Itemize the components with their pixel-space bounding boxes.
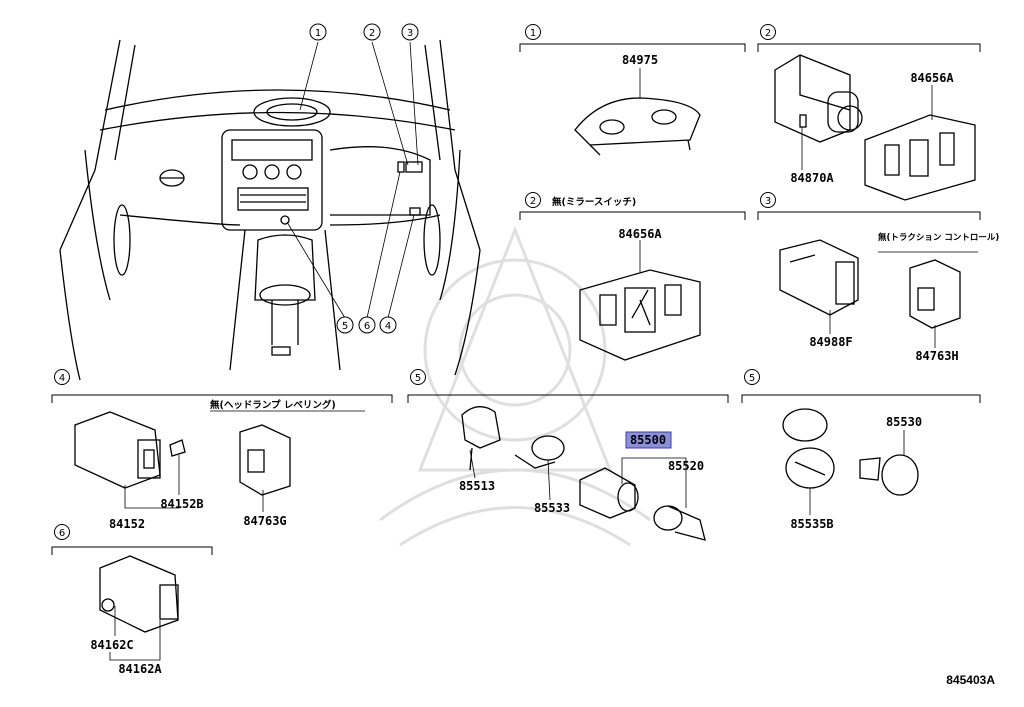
section-callout-2b: 2 [530,196,536,207]
part-84656A-upper[interactable]: 84656A [910,71,954,85]
part-84870A-drawing [774,54,863,143]
part-84870A[interactable]: 84870A [790,171,834,185]
section-callout-6: 6 [59,528,65,539]
part-84162C[interactable]: 84162C [90,638,133,652]
part-85535B[interactable]: 85535B [790,517,833,531]
part-drawings [74,54,976,633]
section-callout-1: 1 [530,28,536,39]
highlighted-part-box [625,431,672,449]
interior-overview [59,39,481,381]
part-85533[interactable]: 85533 [534,501,570,515]
note-traction-control: 無(トラクション コントロール) [878,232,999,243]
section-callouts: 1 2 2 3 4 5 5 6 [54,24,776,540]
part-84763H-drawing [909,259,961,329]
part-84152[interactable]: 84152 [109,517,145,531]
overview-callout-bottom-6: 6 [364,321,370,332]
watermark-emblem [379,225,651,547]
part-84162A-drawing [99,555,179,633]
part-84988F[interactable]: 84988F [809,335,852,349]
part-85520[interactable]: 85520 [668,459,704,473]
overview-callout-top-3: 3 [407,28,413,39]
part-labels: 84975 84656A 84870A 84656A 84988F 84763H… [90,53,958,676]
part-85535B-drawing [782,408,835,489]
overview-callouts: 1 2 3 5 6 4 [286,23,419,334]
condition-notes: 無(ミラースイッチ) 無(トラクション コントロール) 無(ヘッドランプ レベリ… [210,196,999,412]
part-84656A-drawing-lower [579,269,701,361]
part-84988F-drawing [779,239,859,316]
note-headlamp-leveling: 無(ヘッドランプ レベリング) [210,399,336,411]
section-callout-2a: 2 [765,28,771,39]
section-callout-5b: 5 [749,373,755,384]
part-85530-drawing [859,454,919,496]
part-84656A-mirror[interactable]: 84656A [618,227,662,241]
part-85513[interactable]: 85513 [459,479,495,493]
part-leaders [109,68,936,661]
part-85530[interactable]: 85530 [886,415,922,429]
overview-callout-top-2: 2 [369,28,375,39]
overview-callout-bottom-4: 4 [385,321,391,332]
section-brackets [51,43,981,555]
part-84162A[interactable]: 84162A [118,662,162,676]
section-callout-4: 4 [59,373,65,384]
part-84152B[interactable]: 84152B [160,497,203,511]
drawing-code: 845403A [946,673,995,687]
part-84763G[interactable]: 84763G [243,514,286,528]
overview-callout-bottom-5: 5 [342,321,348,332]
part-84975-drawing [574,97,701,156]
part-85513-drawing [461,406,501,471]
note-mirror-switch: 無(ミラースイッチ) [552,196,636,208]
part-85520-drawing [653,505,706,541]
part-84152-drawing [74,411,186,489]
part-85500-drawing [579,467,639,519]
section-callout-3: 3 [765,196,771,207]
part-84763G-drawing [239,424,291,496]
part-84656A-drawing-upper [864,114,976,201]
part-84975[interactable]: 84975 [622,53,658,67]
part-85500[interactable]: 85500 [630,433,666,447]
section-callout-5a: 5 [415,373,421,384]
overview-callout-top-1: 1 [315,28,321,39]
part-84763H[interactable]: 84763H [915,349,958,363]
